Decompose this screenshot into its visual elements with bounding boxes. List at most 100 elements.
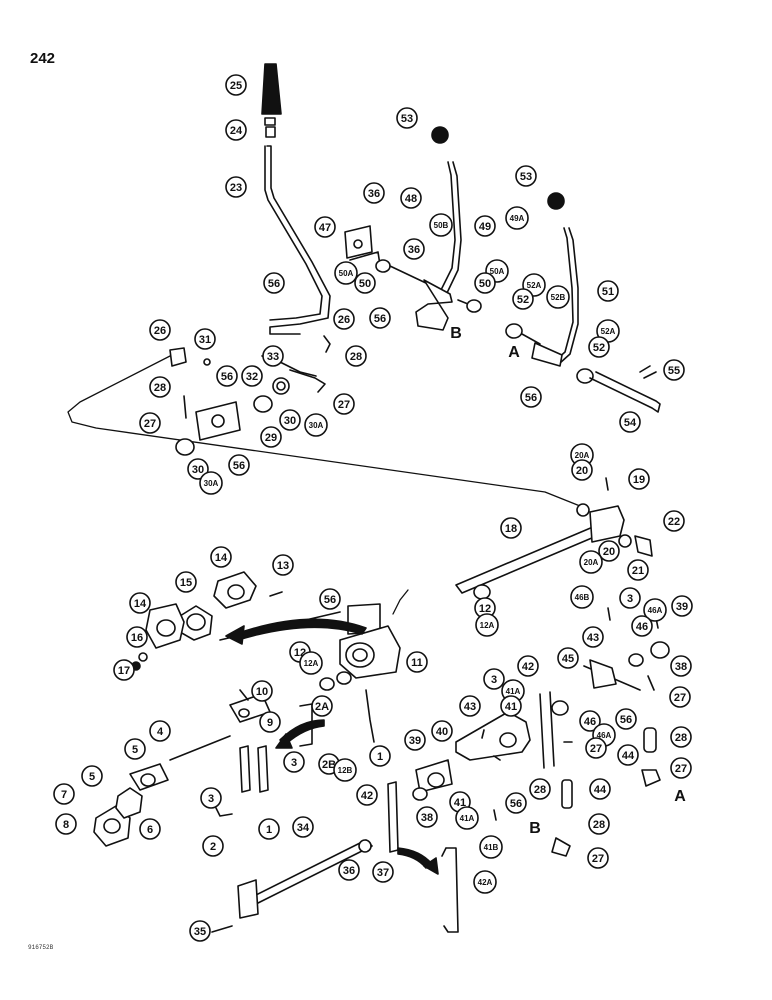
callout-circle — [500, 517, 522, 539]
callout-35: 35 — [189, 920, 211, 942]
callout-circle — [520, 386, 542, 408]
callout-label: 12A — [304, 659, 319, 668]
callout-circle — [483, 668, 505, 690]
callout-24: 24 — [225, 119, 247, 141]
callout-15: 15 — [175, 571, 197, 593]
callout-label: 47 — [319, 222, 331, 234]
callout-circle — [354, 272, 376, 294]
callout-label: 10 — [256, 686, 268, 698]
shaft-50-49 — [375, 259, 482, 331]
callout-circle — [334, 261, 358, 285]
callout-4: 4 — [149, 720, 171, 742]
callout-20: 20 — [571, 459, 593, 481]
callout-44: 44 — [617, 744, 639, 766]
callout-circle — [124, 738, 146, 760]
callout-circle — [149, 720, 171, 742]
callout-label: 39 — [676, 601, 688, 613]
callout-label: 32 — [246, 371, 258, 383]
callout-circle — [304, 413, 328, 437]
callout-label: 1 — [377, 751, 383, 763]
callout-label: 52B — [551, 293, 566, 302]
callout-circle — [459, 695, 481, 717]
callout-28: 28 — [149, 376, 171, 398]
callout-1: 1 — [369, 745, 391, 767]
callout-label: 27 — [338, 399, 350, 411]
callout-label: 46 — [636, 621, 648, 633]
callout-44: 44 — [589, 778, 611, 800]
control-cable — [67, 355, 586, 509]
callout-label: 13 — [277, 560, 289, 572]
callout-circle — [292, 816, 314, 838]
callout-circle — [210, 546, 232, 568]
callout-label: 30 — [192, 464, 204, 476]
callout-circle — [283, 751, 305, 773]
callout-circle — [372, 861, 394, 883]
callout-circle — [260, 426, 282, 448]
callout-circle — [333, 308, 355, 330]
callout-label: 52 — [517, 294, 529, 306]
callout-label: 50B — [434, 221, 449, 230]
callout-label: 29 — [265, 432, 277, 444]
callout-circle — [279, 409, 301, 431]
callout-circle — [200, 787, 222, 809]
callout-36: 36 — [403, 238, 425, 260]
callout-label: 41A — [506, 687, 521, 696]
callout-label: 36 — [343, 865, 355, 877]
callout-label: 50 — [359, 278, 371, 290]
callout-circle — [619, 587, 641, 609]
callout-label: 37 — [377, 867, 389, 879]
callout-label: 5 — [89, 771, 95, 783]
callout-20a: 20A — [579, 550, 603, 574]
callout-circle — [403, 238, 425, 260]
callout-56: 56 — [520, 386, 542, 408]
callout-circle — [262, 345, 284, 367]
rod-34 — [211, 839, 459, 933]
callout-circle — [512, 288, 534, 310]
callout-circle — [333, 393, 355, 415]
callout-circle — [363, 182, 385, 204]
callout-label: 56 — [268, 278, 280, 290]
callout-circle — [617, 744, 639, 766]
letter-marker-a: A — [674, 788, 686, 805]
callout-circle — [194, 328, 216, 350]
callout-circle — [431, 720, 453, 742]
drawing-reference-code: 916752B — [28, 944, 54, 951]
shaft-18 — [455, 477, 653, 600]
callout-circle — [670, 726, 692, 748]
callout-53: 53 — [396, 107, 418, 129]
letter-marker-b: B — [529, 820, 541, 837]
callout-36: 36 — [363, 182, 385, 204]
callout-23: 23 — [225, 176, 247, 198]
callout-label: 23 — [230, 182, 242, 194]
callout-circle — [619, 411, 641, 433]
callout-label: 18 — [505, 523, 517, 535]
callout-label: 5 — [132, 744, 138, 756]
callout-5: 5 — [124, 738, 146, 760]
callout-circle — [225, 119, 247, 141]
callout-41: 41 — [500, 695, 522, 717]
callout-circle — [55, 813, 77, 835]
callout-label: 46 — [584, 716, 596, 728]
callout-label: 39 — [409, 735, 421, 747]
callout-46: 46 — [631, 615, 653, 637]
callout-16: 16 — [126, 626, 148, 648]
callout-circle — [311, 695, 333, 717]
callout-41b: 41B — [479, 835, 503, 859]
callout-label: 56 — [525, 392, 537, 404]
callout-circle — [579, 710, 601, 732]
callout-29: 29 — [260, 426, 282, 448]
page-number: 242 — [30, 50, 56, 67]
callout-3: 3 — [200, 787, 222, 809]
callout-51: 51 — [597, 280, 619, 302]
callout-label: 6 — [147, 824, 153, 836]
callout-circle — [671, 595, 693, 617]
callout-circle — [272, 554, 294, 576]
callout-46b: 46B — [570, 585, 594, 609]
callout-12a: 12A — [475, 613, 499, 637]
callout-53: 53 — [515, 165, 537, 187]
callout-30: 30 — [187, 458, 209, 480]
callout-circle — [571, 459, 593, 481]
callout-circle — [589, 778, 611, 800]
callout-label: 17 — [118, 665, 130, 677]
